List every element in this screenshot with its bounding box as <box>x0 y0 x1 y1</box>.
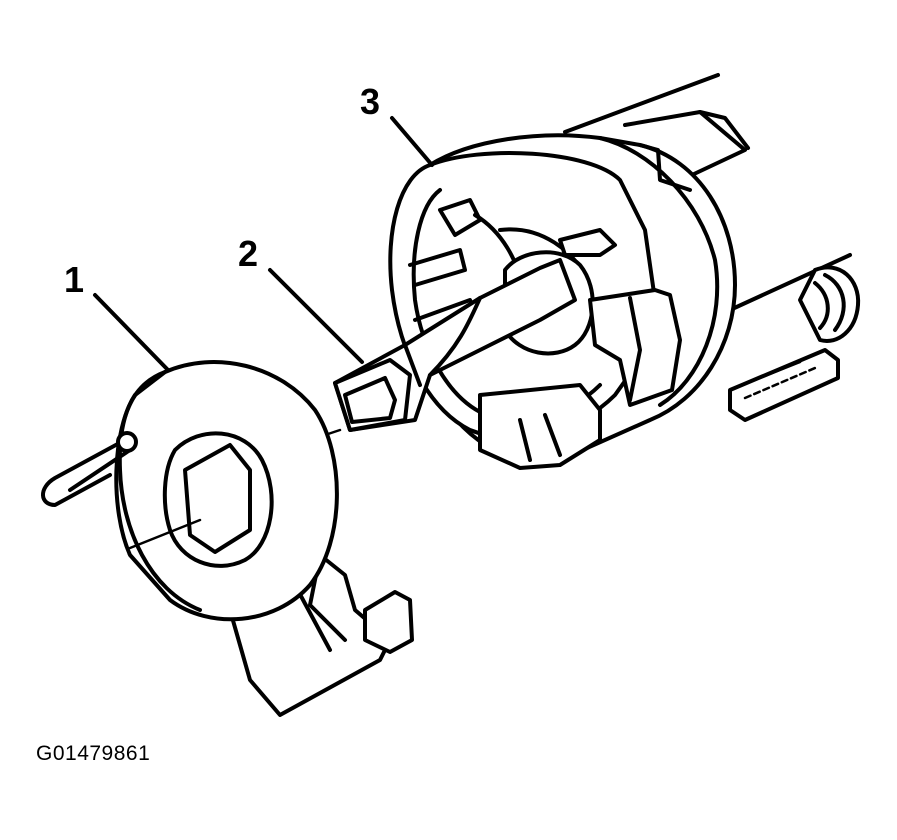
part-2-shaft <box>323 258 577 437</box>
wire-connector <box>728 348 840 422</box>
callout-1: 1 <box>64 259 85 300</box>
leader-line-3 <box>390 116 434 167</box>
figure-id: G01479861 <box>36 742 151 765</box>
callout-3: 3 <box>360 81 381 122</box>
callout-2: 2 <box>238 233 259 274</box>
column-housing-background <box>563 73 861 343</box>
leader-line-1 <box>93 293 170 372</box>
part-1-sensor <box>41 360 414 717</box>
leader-line-2 <box>268 268 364 364</box>
